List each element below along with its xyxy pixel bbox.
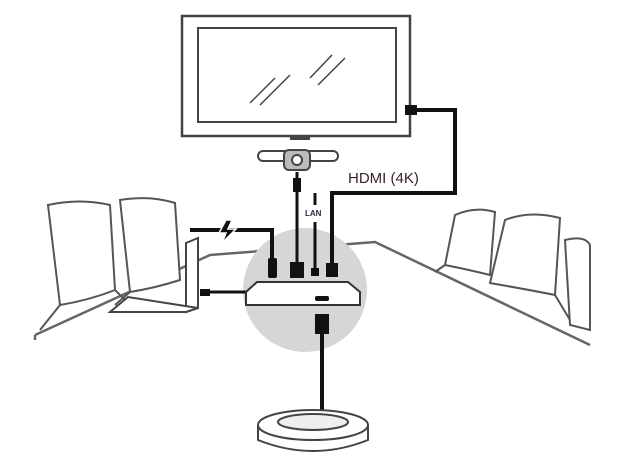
power-plug (268, 258, 277, 278)
hdmi-cable (330, 108, 457, 265)
laptop (107, 236, 199, 314)
lan-plug (311, 268, 319, 276)
hdmi-label: HDMI (4K) (348, 170, 419, 187)
usb-plug-speaker (315, 314, 329, 334)
usb-plug-camera (293, 178, 301, 192)
chairs-right (434, 208, 591, 332)
usb-plug-hub-camera (290, 262, 304, 278)
laptop-usb-plug (200, 289, 210, 296)
lightning-icon (217, 219, 238, 244)
lan-label: LAN (305, 209, 322, 218)
display-tv (180, 14, 412, 140)
hdmi-plug-tv (405, 105, 417, 115)
power-cable (190, 228, 274, 262)
hub-device (245, 281, 361, 306)
speakerphone (257, 409, 369, 452)
hdmi-plug-hub (326, 263, 338, 277)
camera (257, 149, 339, 171)
chairs-left (39, 197, 182, 331)
